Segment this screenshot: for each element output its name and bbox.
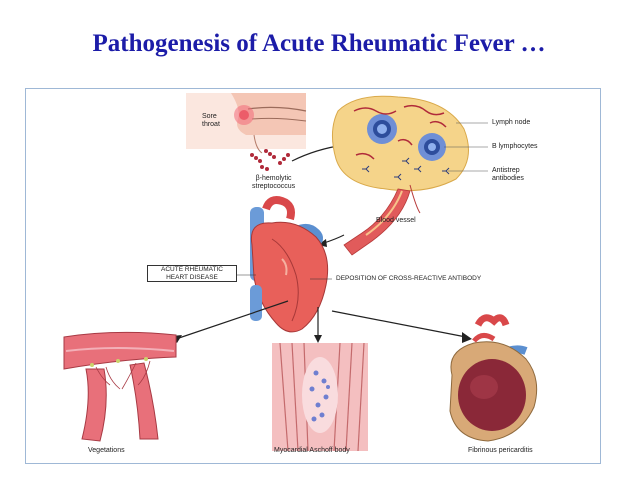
heart-illustration	[250, 196, 329, 333]
slide-title: Pathogenesis of Acute Rheumatic Fever …	[92, 30, 546, 57]
aschoff-body-illustration	[272, 342, 368, 452]
label-blood-vessel: Blood vessel	[376, 217, 416, 224]
caption-pericarditis: Fibrinous pericarditis	[468, 447, 533, 454]
throat-illustration	[186, 93, 307, 154]
blood-vessel-illustration	[343, 184, 421, 256]
label-b-lymphocytes: B lymphocytes	[492, 143, 538, 150]
vegetations-illustration	[63, 331, 177, 442]
lymph-node-illustration	[332, 95, 469, 192]
pericarditis-illustration	[449, 314, 538, 442]
caption-aschoff-body: Myocardial Aschoff body	[274, 447, 350, 454]
caption-vegetations: Vegetations	[88, 447, 125, 454]
label-lymph-node: Lymph node	[492, 119, 531, 126]
figure-artwork	[63, 93, 538, 452]
streptococcus-chains	[250, 149, 290, 171]
label-deposition: DEPOSITION OF CROSS-REACTIVE ANTIBODY	[336, 275, 482, 282]
